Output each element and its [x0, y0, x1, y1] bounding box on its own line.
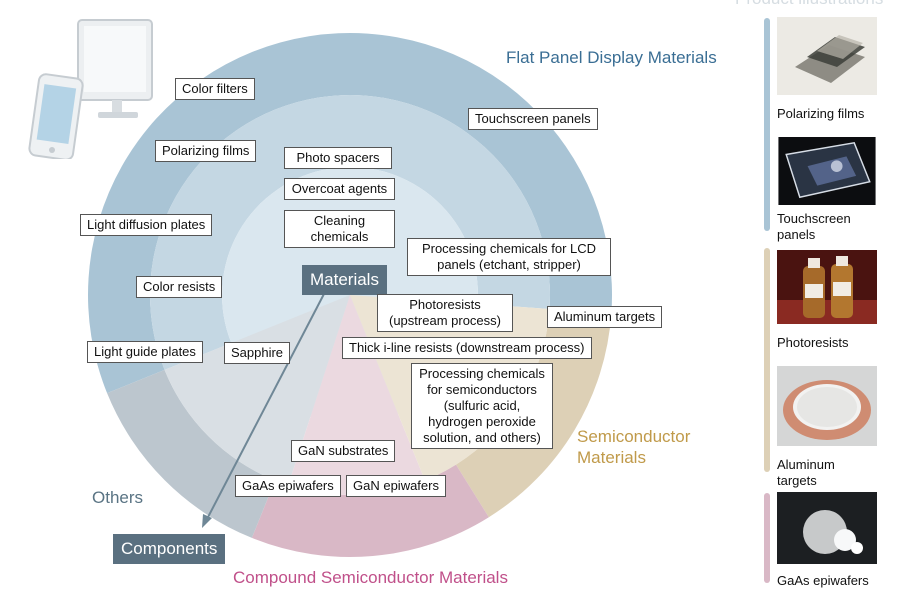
gaas-epiwafers-image: [777, 492, 877, 564]
label-photoresists: Photoresists (upstream process): [377, 294, 513, 332]
smartphone-icon: [28, 73, 84, 159]
monitor-icon: [77, 19, 153, 118]
label-processing-chemicals-semiconductors: Processing chemicals for semiconductors …: [411, 363, 553, 449]
label-touchscreen-panels: Touchscreen panels: [468, 108, 598, 130]
arrow-head: [202, 514, 212, 528]
side-bar-compound: [764, 493, 770, 583]
fpd-middle-ring: [150, 95, 551, 370]
label-color-resists: Color resists: [136, 276, 223, 298]
photoresists-image: [777, 250, 877, 324]
label-overcoat-agents: Overcoat agents: [284, 178, 395, 200]
label-thick-iline-resists: Thick i-line resists (downstream process…: [342, 337, 592, 359]
devices-illustration: [28, 19, 153, 159]
thumb-aluminum-targets: Aluminum targets: [777, 366, 877, 489]
label-light-guide-plates: Light guide plates: [87, 341, 203, 363]
fpd-sector-title: Flat Panel Display Materials: [506, 48, 717, 67]
side-panel-header: Product illustrations: [735, 0, 883, 9]
others-outer-ring: [107, 369, 276, 538]
label-photo-spacers: Photo spacers: [284, 147, 392, 169]
thumb-gaas-epiwafers: GaAs epiwafers: [777, 492, 877, 589]
label-sapphire: Sapphire: [224, 342, 291, 364]
thumb-polarizing-films: Polarizing films: [777, 17, 877, 122]
label-processing-chemicals-lcd: Processing chemicals for LCD panels (etc…: [407, 238, 611, 276]
caption-touchscreen-panels: Touchscreen panels: [777, 211, 851, 242]
touchscreen-panels-image: [778, 137, 876, 205]
label-gan-substrates: GaN substrates: [291, 440, 396, 462]
others-inner-ring: [164, 295, 350, 486]
label-color-filters: Color filters: [175, 78, 255, 100]
compound-sector-title: Compound Semiconductor Materials: [233, 568, 508, 587]
materials-center-box: Materials: [302, 265, 387, 295]
label-aluminum-targets: Aluminum targets: [547, 306, 663, 328]
polarizing-films-image: [777, 17, 877, 95]
label-polarizing-films: Polarizing films: [155, 140, 257, 162]
others-sector-title: Others: [92, 488, 144, 507]
caption-polarizing-films: Polarizing films: [777, 106, 865, 121]
arrow-line: [205, 291, 326, 522]
caption-aluminum-targets: Aluminum targets: [777, 457, 835, 488]
aluminum-targets-image: [777, 366, 877, 446]
components-box: Components: [113, 534, 226, 564]
caption-photoresists: Photoresists: [777, 335, 849, 350]
side-bar-semiconductor: [764, 248, 770, 472]
caption-gaas-epiwafers: GaAs epiwafers: [777, 573, 869, 588]
thumb-touchscreen-panels: Touchscreen panels: [777, 137, 877, 243]
label-gaas-epiwafers: GaAs epiwafers: [235, 475, 341, 497]
label-light-diffusion-plates: Light diffusion plates: [80, 214, 213, 236]
thumb-photoresists: Photoresists: [777, 250, 877, 351]
label-gan-epiwafers: GaN epiwafers: [346, 475, 446, 497]
label-cleaning-chemicals: Cleaning chemicals: [284, 210, 395, 248]
semiconductor-sector-title: Semiconductor Materials: [577, 427, 691, 467]
side-bar-fpd: [764, 18, 770, 231]
